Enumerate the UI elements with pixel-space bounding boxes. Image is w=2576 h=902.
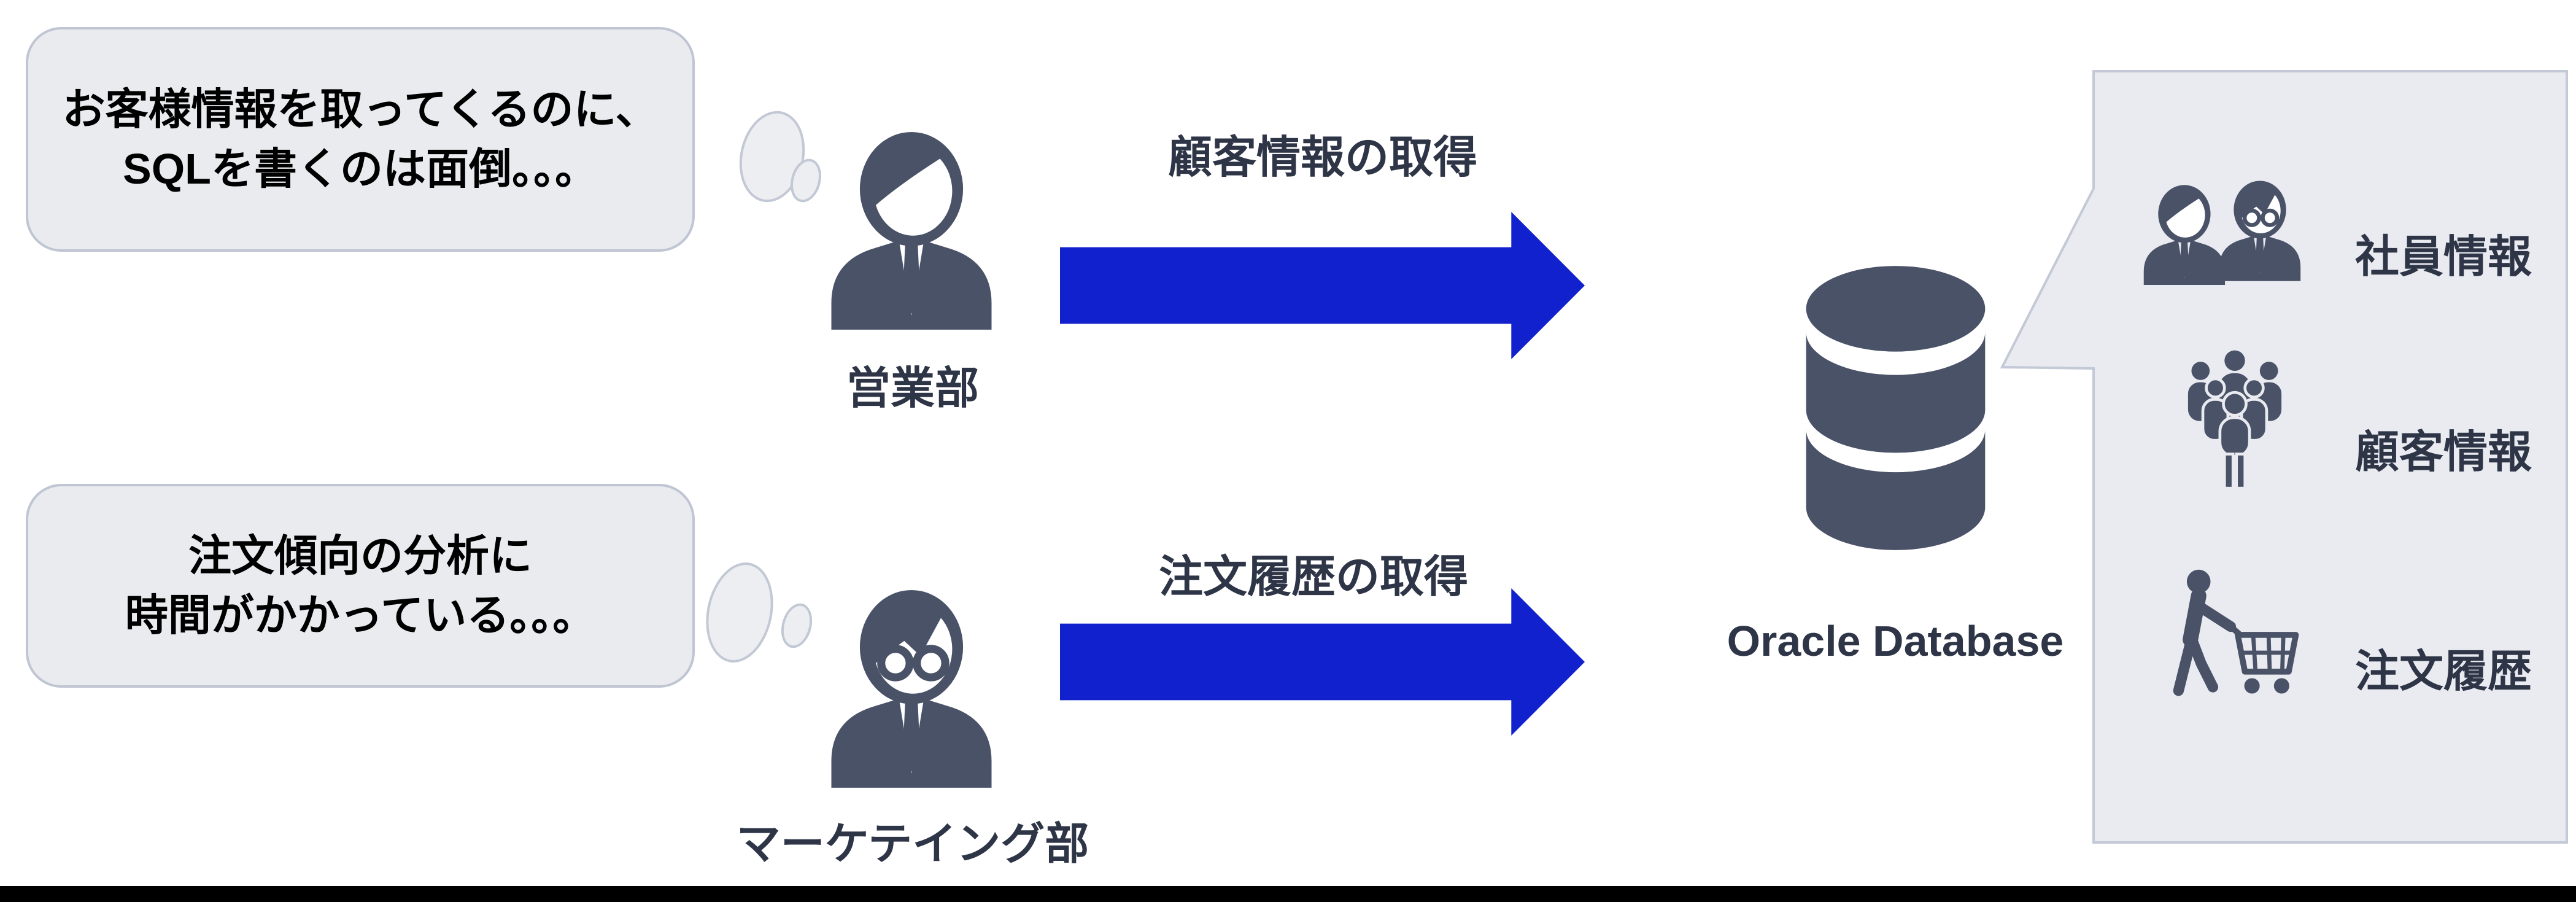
actor-label-sales: 営業部 [846,364,979,413]
thought-bubble-sales: お客様情報を取ってくるのに、 SQLを書くのは面倒。。。 [26,27,695,252]
employees-icon [2143,180,2323,285]
businessman-glasses-icon [822,588,1000,788]
arrow-customer-info [1060,212,1585,359]
callout-item-label: 顧客情報 [2354,428,2532,477]
shopping-cart-icon [2165,566,2308,720]
bubble-marketing-line-1: 注文傾向の分析に [188,532,532,580]
thought-bubble-marketing: 注文傾向の分析に 時間がかかっている。。。 [26,484,695,688]
arrow-order-history [1060,588,1585,736]
callout-item-label: 社員情報 [2354,233,2532,282]
bubble-sales-line-1: お客様情報を取ってくるのに、 [62,85,659,134]
callout-panel [2000,70,2568,844]
thought-trail-dot-large [697,556,782,669]
bubble-sales-line-2: SQLを書くのは面倒。。。 [123,145,598,193]
actor-label-marketing: マーケテイング部 [736,820,1089,869]
businessman-icon [831,132,992,330]
bottom-black-bar [0,886,2576,902]
thought-trail-dot-small [776,600,817,651]
bubble-marketing-line-2: 時間がかかっている。。。 [125,591,596,639]
database-label: Oracle Database [1727,617,2064,665]
callout-item-label: 注文履歴 [2354,647,2532,696]
customer-crowd-icon [2178,347,2292,489]
arrow-label-order-history: 注文履歴の取得 [1158,553,1468,602]
arrow-label-customer-info: 顧客情報の取得 [1167,133,1477,182]
database-cylinder-icon [1806,266,1986,550]
